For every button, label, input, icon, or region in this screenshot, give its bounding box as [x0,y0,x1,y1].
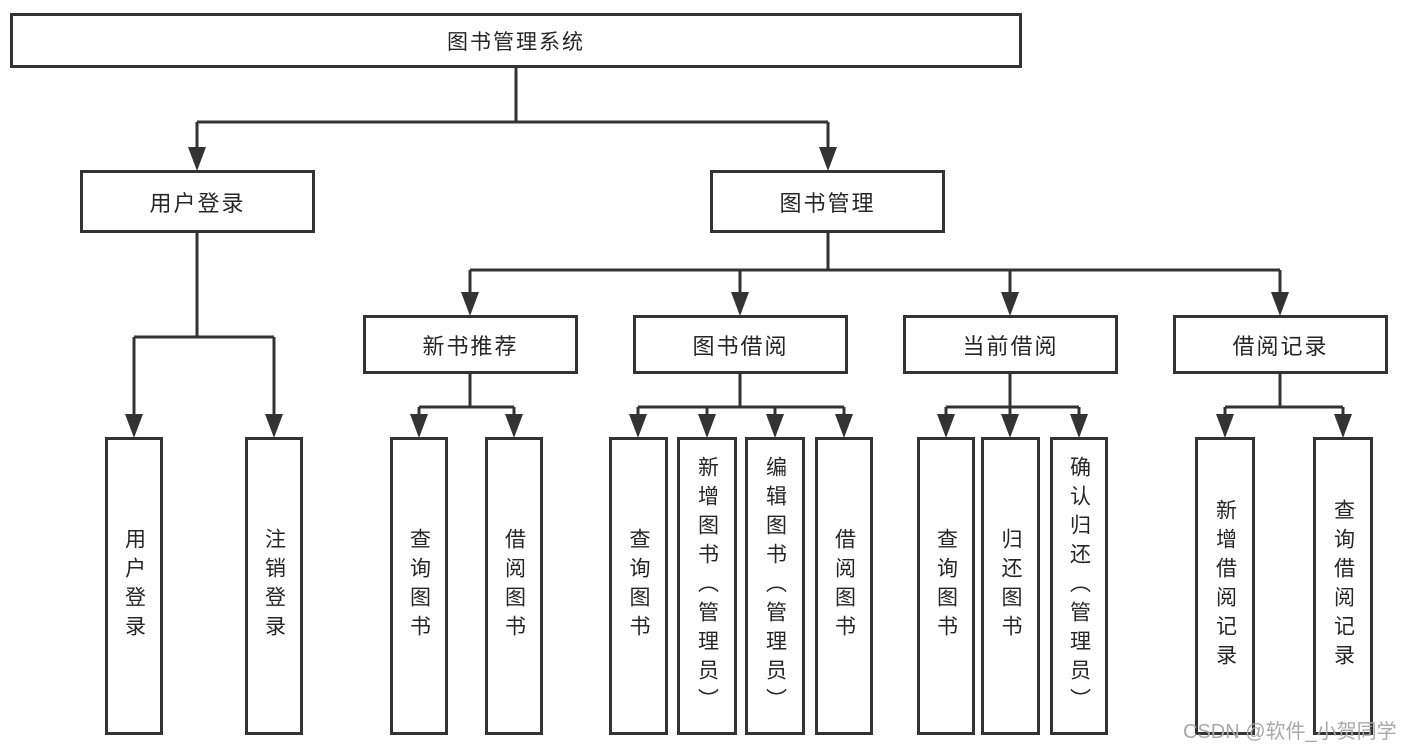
node-label: 注销登录 [262,528,286,644]
node-leaf-query-book-borrow: 查询图书 [609,437,668,735]
node-label: 借阅图书 [832,528,856,644]
node-label: 查询图书 [627,528,650,644]
node-label: 新书推荐 [422,333,519,359]
node-leaf-user-login: 用户登录 [105,437,163,735]
node-leaf-borrow-book: 借阅图书 [815,437,873,735]
node-label: 图书管理 [779,190,876,216]
node-user-login: 用户登录 [80,170,315,233]
node-label: 编辑图书（管理员） [763,455,787,717]
node-label: 图书管理系统 [447,30,585,54]
node-borrow-record: 借阅记录 [1173,315,1388,374]
node-label: 新增借阅记录 [1213,499,1237,673]
node-label: 借阅图书 [502,528,526,644]
node-leaf-query-book-recommend: 查询图书 [390,437,448,735]
node-leaf-query-book-current: 查询图书 [917,437,975,735]
node-book-management: 图书管理 [710,170,945,233]
node-leaf-confirm-return-admin: 确认归还（管理员） [1050,437,1108,735]
node-label: 用户登录 [149,190,246,216]
node-label: 查询图书 [934,528,958,644]
node-label: 新增图书（管理员） [695,455,719,717]
node-label: 用户登录 [122,528,146,644]
watermark: CSDN @软件_小贺同学 [1183,721,1397,743]
node-leaf-logout: 注销登录 [245,437,303,735]
node-label: 归还图书 [999,528,1022,644]
node-label: 查询图书 [407,528,431,644]
node-root: 图书管理系统 [10,13,1022,68]
node-leaf-add-borrow-record: 新增借阅记录 [1195,437,1255,735]
node-leaf-borrow-book-recommend: 借阅图书 [485,437,543,735]
node-label: 当前借阅 [962,333,1059,359]
node-new-book-recommend: 新书推荐 [363,315,578,374]
node-current-borrow: 当前借阅 [903,315,1118,374]
node-leaf-return-book: 归还图书 [981,437,1040,735]
node-label: 确认归还（管理员） [1067,455,1091,717]
node-leaf-edit-book-admin: 编辑图书（管理员） [745,437,805,735]
node-label: 查询借阅记录 [1331,499,1355,673]
node-leaf-add-book-admin: 新增图书（管理员） [677,437,737,735]
node-leaf-query-borrow-record: 查询借阅记录 [1313,437,1373,735]
node-label: 借阅记录 [1232,333,1329,359]
node-book-borrow: 图书借阅 [633,315,848,374]
node-label: 图书借阅 [692,333,789,359]
